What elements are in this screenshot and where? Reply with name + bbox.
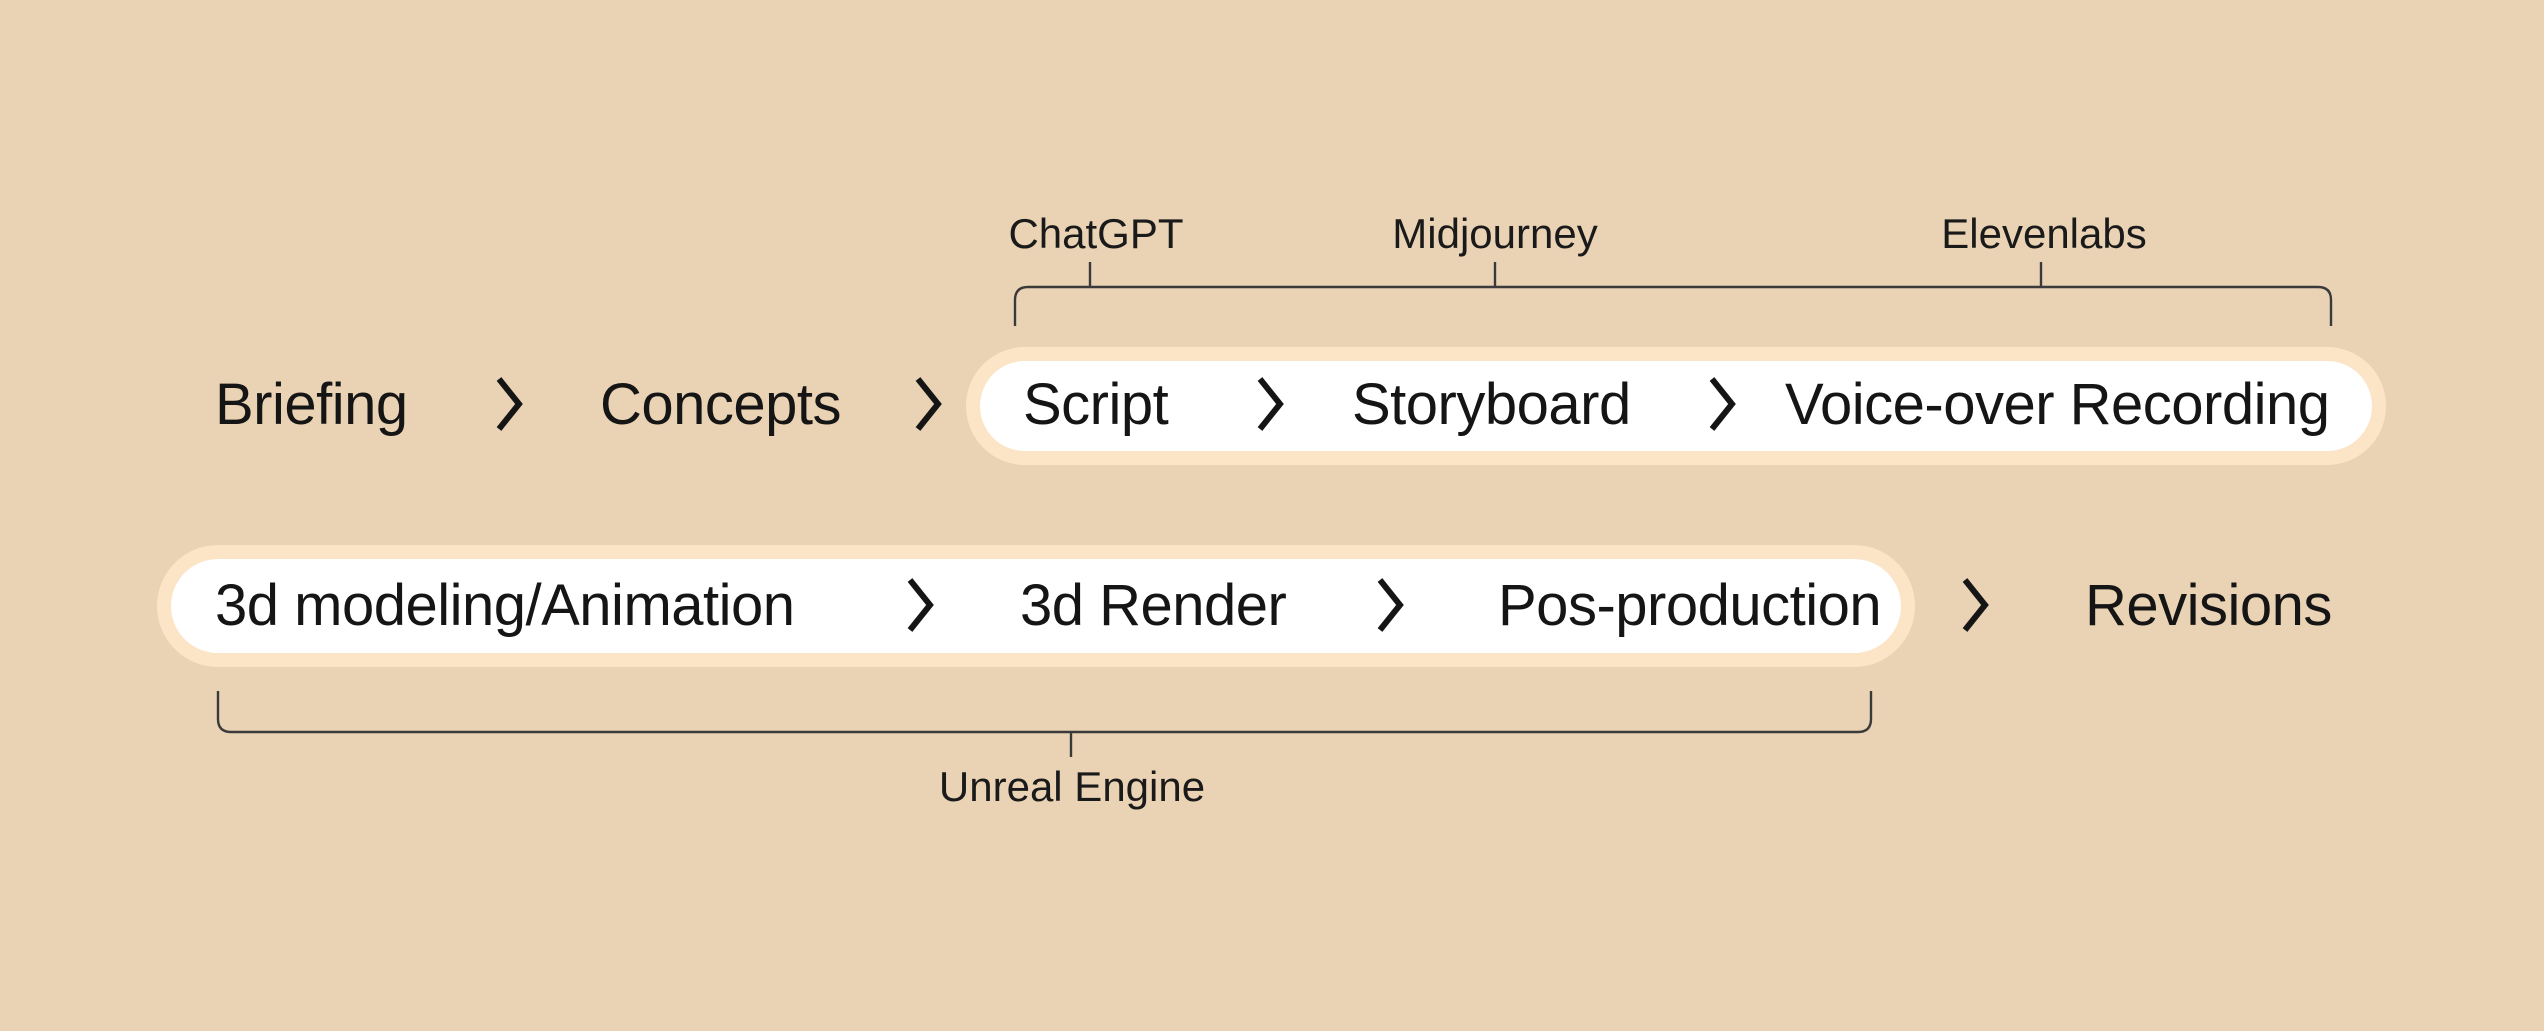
step-storyboard: Storyboard: [1352, 372, 1631, 437]
top-tools-bracket: [1013, 285, 2333, 326]
tool-label-midjourney: Midjourney: [1392, 210, 1598, 257]
chevron-right-icon: [912, 375, 944, 433]
chevron-right-icon: [493, 375, 525, 433]
step-pos-production: Pos-production: [1498, 573, 1882, 638]
chevron-right-icon: [904, 576, 936, 634]
step-3d-render: 3d Render: [1020, 573, 1287, 638]
step-revisions: Revisions: [2085, 573, 2332, 638]
tool-label-elevenlabs: Elevenlabs: [1941, 210, 2147, 257]
step-briefing: Briefing: [215, 372, 408, 437]
step-script: Script: [1023, 372, 1169, 437]
step-concepts: Concepts: [600, 372, 842, 437]
chevron-right-icon: [1374, 576, 1406, 634]
tool-label-chatgpt: ChatGPT: [1008, 210, 1184, 257]
chevron-right-icon: [1254, 375, 1286, 433]
chevron-right-icon: [1706, 375, 1738, 433]
step-voice-over-recording: Voice-over Recording: [1785, 372, 2330, 437]
step-3d-modeling-animation: 3d modeling/Animation: [215, 573, 795, 638]
bottom-tools-bracket: [216, 691, 1873, 734]
chevron-right-icon: [1959, 576, 1991, 634]
tool-label-unreal-engine: Unreal Engine: [938, 763, 1206, 810]
